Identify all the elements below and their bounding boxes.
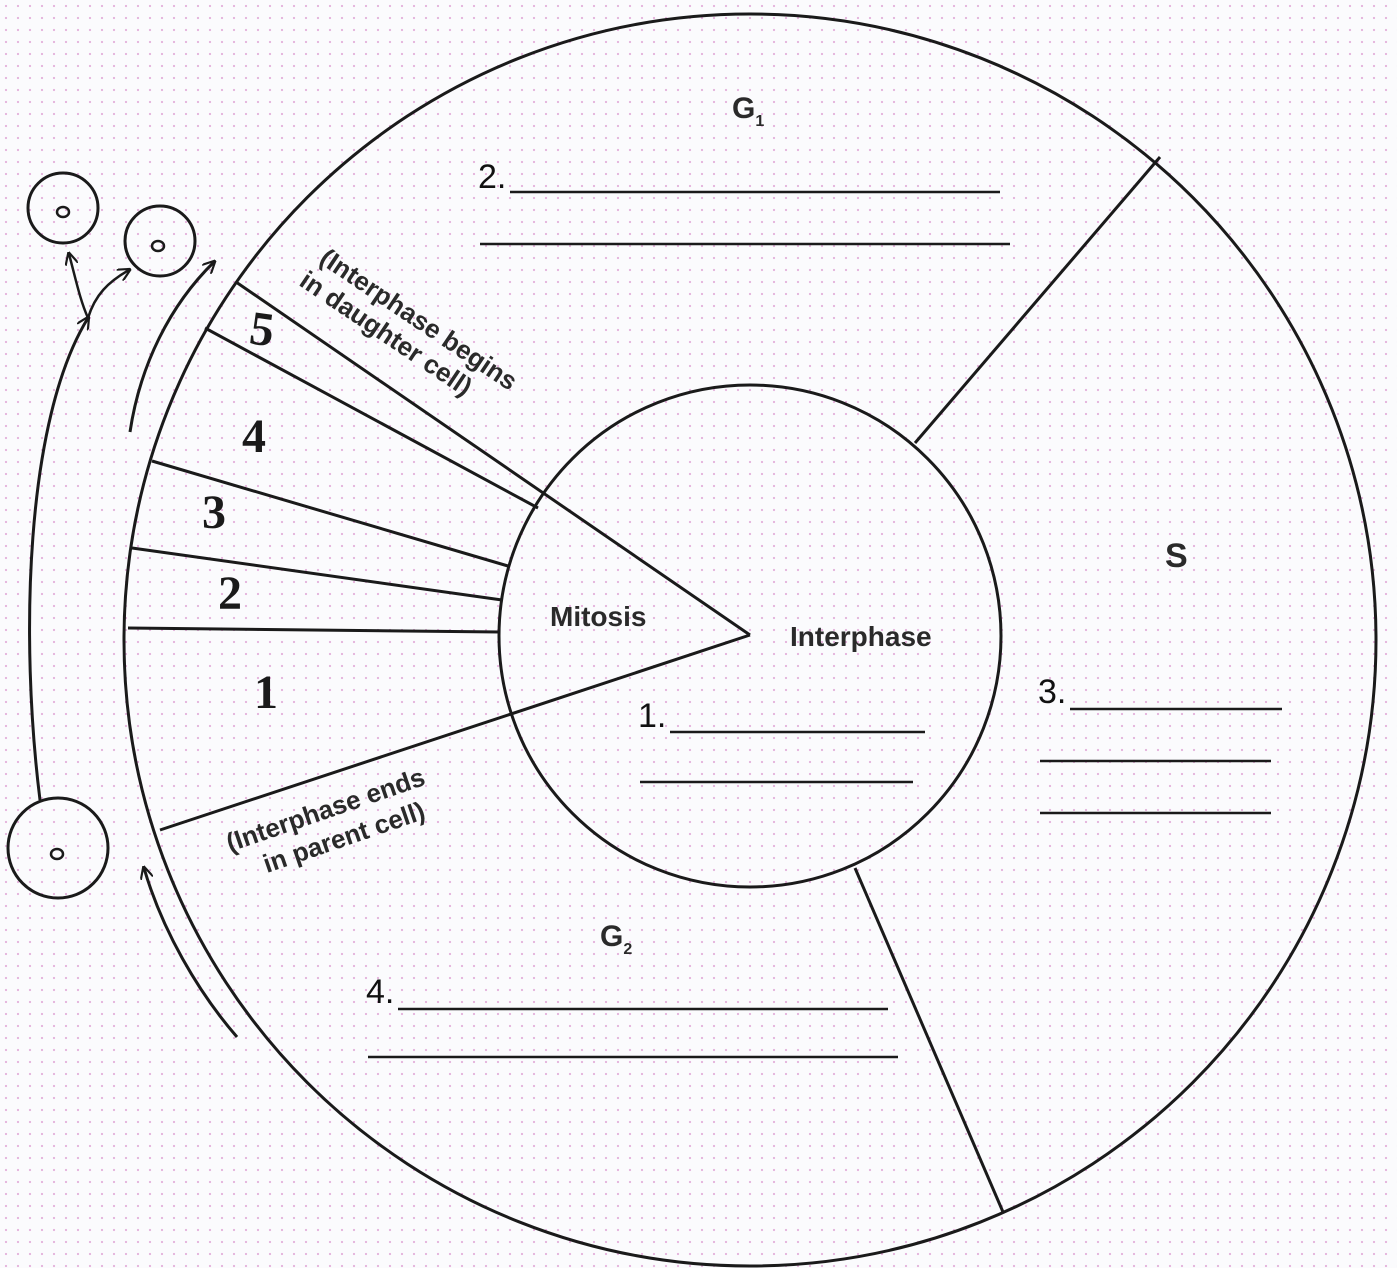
answer-blank-2[interactable]: 2.	[478, 158, 1010, 246]
stage-divider-2-3	[131, 546, 503, 602]
svg-text:1.: 1.	[638, 697, 666, 735]
g1-label: G1	[732, 92, 764, 130]
daughter-arrow	[128, 262, 214, 433]
mitosis-stage-1: 1	[254, 666, 278, 719]
inner-interphase-circle	[497, 383, 1003, 889]
s-g2-divider	[853, 867, 1005, 1213]
division-arrow	[28, 318, 88, 801]
g1-s-divider	[913, 156, 1162, 444]
stage-divider-1-2	[127, 626, 501, 634]
mitosis-divider-start	[159, 633, 751, 832]
mitosis-divider-end	[235, 280, 751, 637]
entry-arrow	[144, 868, 239, 1038]
stage-divider-4-5	[204, 326, 539, 510]
g2-label: G2	[600, 920, 632, 958]
split-arrow-right	[86, 270, 129, 319]
answer-blank-3[interactable]: 3.	[1038, 673, 1282, 815]
outer-cycle-circle	[122, 12, 1378, 1268]
mitosis-stage-5: 5	[246, 302, 277, 358]
answer-blank-1[interactable]: 1.	[638, 697, 925, 784]
svg-text:2.: 2.	[478, 158, 506, 196]
stage-divider-3-4	[151, 459, 509, 568]
mitosis-stage-2: 2	[218, 567, 242, 620]
mitosis-label: Mitosis	[550, 601, 646, 632]
interphase-label: Interphase	[790, 621, 932, 652]
daughter-cell-icon-left	[26, 171, 100, 245]
daughter-cell-icon-right	[123, 204, 197, 278]
interphase-ends-note: (Interphase ends in parent cell)	[222, 762, 428, 879]
answer-blank-4[interactable]: 4.	[366, 973, 898, 1059]
mitosis-stage-3: 3	[202, 486, 226, 539]
parent-cell-icon	[6, 796, 110, 900]
svg-text:4.: 4.	[366, 973, 394, 1011]
svg-text:3.: 3.	[1038, 673, 1066, 711]
s-label: S	[1165, 537, 1188, 575]
split-arrow-left	[69, 254, 90, 319]
mitosis-stage-4: 4	[242, 410, 266, 463]
